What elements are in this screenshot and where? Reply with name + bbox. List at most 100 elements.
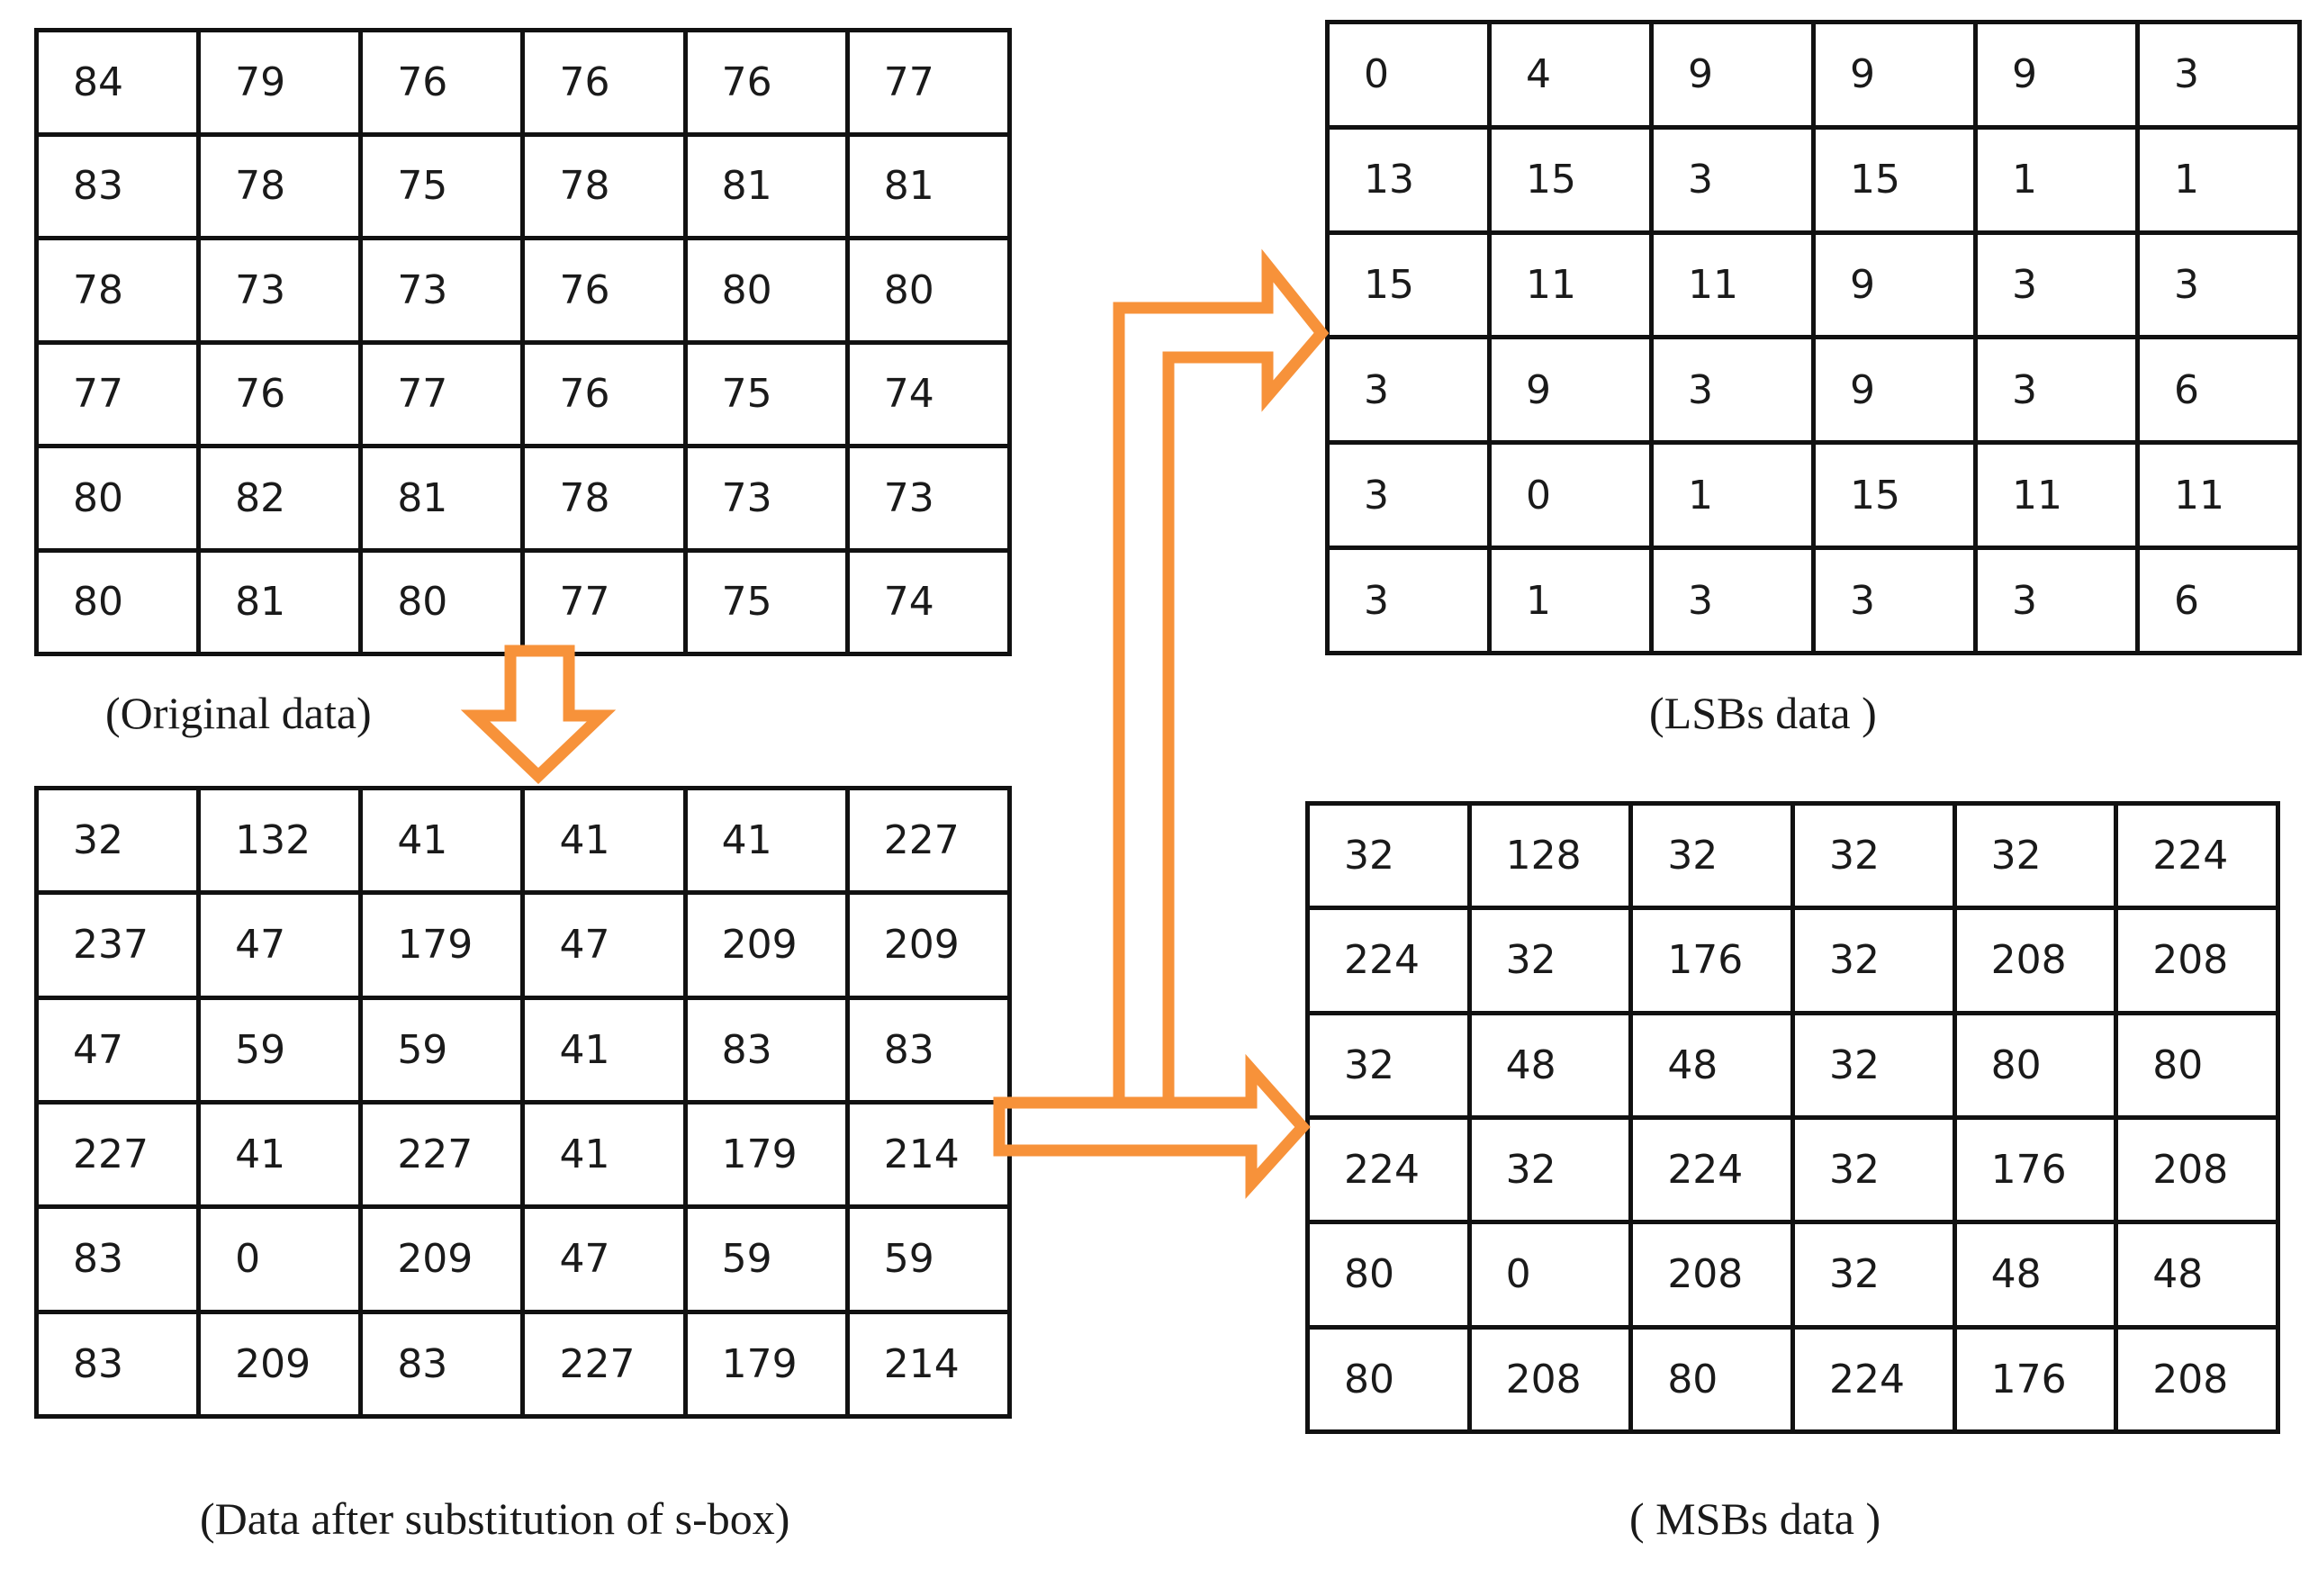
- grid-cell: 83: [33, 1204, 202, 1314]
- grid-cell: 32: [1790, 800, 1957, 911]
- grid-cell: 11: [1487, 230, 1654, 340]
- grid-cell: 3: [2135, 20, 2302, 130]
- grid-cell: 80: [33, 444, 202, 553]
- grid-cell: 3: [1811, 546, 1978, 655]
- grid-cell: 179: [682, 1309, 850, 1420]
- grid-cell: 9: [1811, 20, 1978, 130]
- grid-cell: 15: [1811, 440, 1978, 551]
- grid-cell: 79: [196, 28, 364, 137]
- grid-cell: 77: [358, 339, 526, 448]
- grid-cell: 47: [520, 1204, 688, 1314]
- grid-cell: 9: [1649, 20, 1816, 130]
- grid-cell: 75: [682, 339, 850, 448]
- grid-cell: 74: [844, 547, 1013, 656]
- grid-cell: 80: [33, 547, 202, 656]
- grid-cell: 76: [358, 28, 526, 137]
- grid-cell: 73: [682, 444, 850, 553]
- grid-cell: 32: [1466, 1114, 1634, 1225]
- grid-cell: 80: [1952, 1010, 2119, 1120]
- grid-cell: 78: [520, 444, 688, 553]
- grid-cell: 179: [682, 1099, 850, 1210]
- grid-cell: 214: [844, 1309, 1013, 1420]
- grid-cell: 224: [1305, 906, 1472, 1015]
- grid-cell: 208: [1952, 906, 2119, 1015]
- grid-cell: 227: [358, 1099, 526, 1210]
- grid-cell: 81: [682, 131, 850, 240]
- grid-cell: 209: [196, 1309, 364, 1420]
- grid-cell: 9: [1973, 20, 2140, 130]
- grid-cell: 1: [1973, 124, 2140, 235]
- grid-cell: 3: [1649, 124, 1816, 235]
- grid-cell: 76: [196, 339, 364, 448]
- grid-cell: 208: [2114, 906, 2280, 1015]
- grid-cell: 4: [1487, 20, 1654, 130]
- grid-cell: 9: [1811, 230, 1978, 340]
- msb-data-caption: ( MSBs data ): [1629, 1493, 1881, 1544]
- down-arrow-icon: [460, 645, 617, 784]
- grid-cell: 83: [33, 131, 202, 240]
- grid-cell: 179: [358, 890, 526, 1000]
- grid-cell: 41: [358, 785, 526, 896]
- grid-cell: 76: [682, 28, 850, 137]
- grid-cell: 208: [1466, 1324, 1634, 1435]
- grid-cell: 176: [1952, 1324, 2119, 1435]
- grid-cell: 0: [196, 1204, 364, 1314]
- grid-cell: 224: [1628, 1114, 1795, 1225]
- grid-cell: 11: [2135, 440, 2302, 551]
- grid-cell: 13: [1325, 124, 1492, 235]
- grid-cell: 73: [844, 444, 1013, 553]
- grid-cell: 15: [1487, 124, 1654, 235]
- grid-cell: 80: [1305, 1220, 1472, 1330]
- grid-cell: 3: [1325, 546, 1492, 655]
- grid-cell: 132: [196, 785, 364, 896]
- grid-cell: 75: [682, 547, 850, 656]
- grid-cell: 11: [1973, 440, 2140, 551]
- grid-cell: 48: [2114, 1220, 2280, 1330]
- grid-cell: 48: [1466, 1010, 1634, 1120]
- grid-cell: 224: [2114, 800, 2280, 911]
- grid-cell: 73: [358, 236, 526, 345]
- grid-cell: 80: [2114, 1010, 2280, 1120]
- grid-cell: 59: [682, 1204, 850, 1314]
- grid-cell: 47: [520, 890, 688, 1000]
- grid-cell: 76: [520, 236, 688, 345]
- grid-cell: 3: [1649, 335, 1816, 446]
- grid-cell: 32: [1790, 1220, 1957, 1330]
- grid-cell: 48: [1628, 1010, 1795, 1120]
- grid-cell: 81: [358, 444, 526, 553]
- original-data-caption: (Original data): [105, 688, 372, 738]
- grid-cell: 227: [844, 785, 1013, 896]
- grid-cell: 3: [1973, 230, 2140, 340]
- grid-cell: 208: [2114, 1324, 2280, 1435]
- grid-cell: 83: [682, 995, 850, 1105]
- grid-cell: 47: [33, 995, 202, 1105]
- grid-cell: 176: [1952, 1114, 2119, 1225]
- grid-cell: 80: [1305, 1324, 1472, 1435]
- grid-cell: 32: [1466, 906, 1634, 1015]
- grid-cell: 3: [1973, 335, 2140, 446]
- grid-cell: 80: [844, 236, 1013, 345]
- grid-cell: 224: [1305, 1114, 1472, 1225]
- grid-cell: 32: [1305, 1010, 1472, 1120]
- right-arrow-icon: [993, 1053, 1311, 1199]
- grid-cell: 80: [358, 547, 526, 656]
- grid-cell: 41: [196, 1099, 364, 1210]
- grid-cell: 208: [2114, 1114, 2280, 1225]
- grid-cell: 3: [2135, 230, 2302, 340]
- grid-cell: 84: [33, 28, 202, 137]
- grid-cell: 41: [682, 785, 850, 896]
- grid-cell: 83: [33, 1309, 202, 1420]
